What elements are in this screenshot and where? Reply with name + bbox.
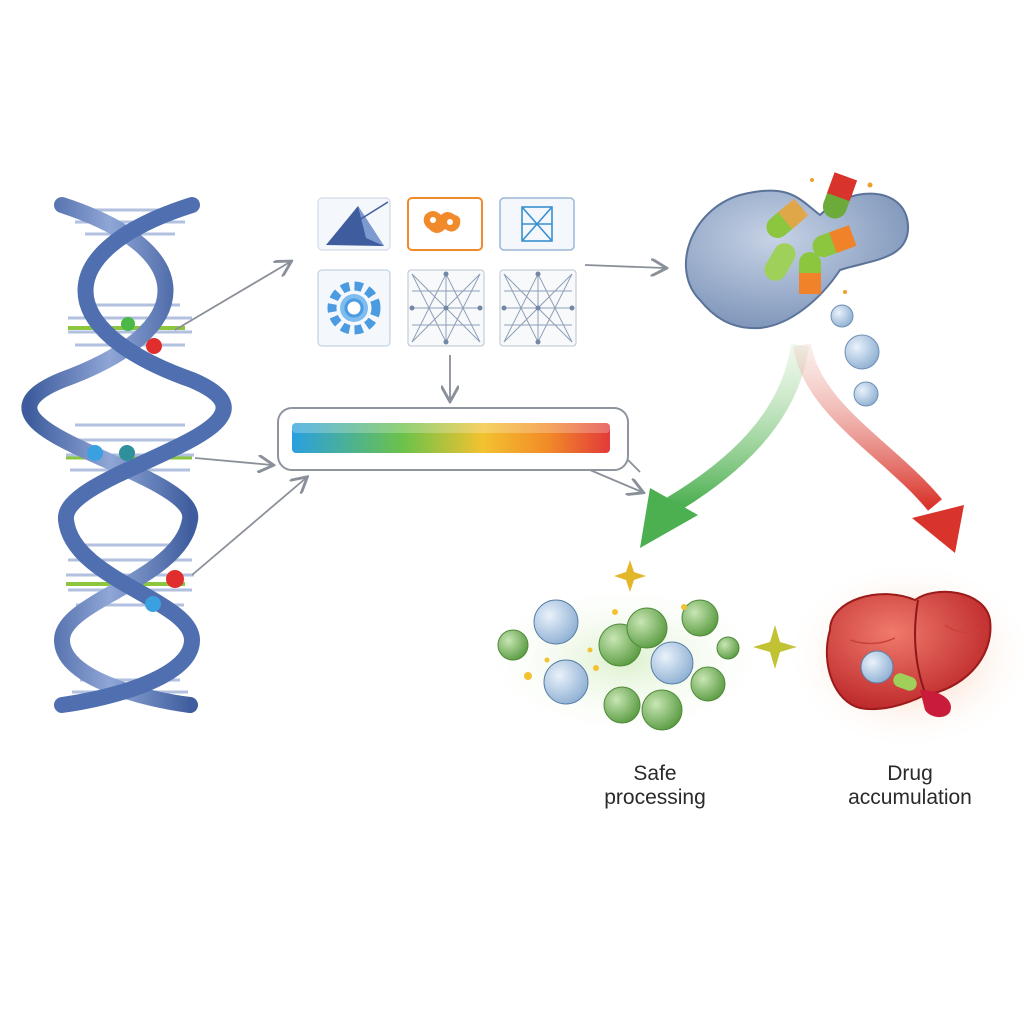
lattice-icon	[499, 269, 577, 347]
green-cells-icon	[475, 560, 797, 740]
sparkle-icon	[753, 625, 797, 669]
snp-marker	[119, 445, 135, 461]
sparkle-icon	[614, 560, 646, 592]
snp-marker	[87, 445, 103, 461]
snp-marker	[166, 570, 184, 588]
safe-outcome-arrow	[640, 343, 809, 548]
liver-icon	[785, 560, 1024, 750]
safe-label-line2: processing	[604, 786, 706, 809]
dna-helix-icon	[21, 197, 232, 713]
accumulation-outcome-arrow	[793, 343, 964, 553]
snp-marker	[145, 596, 161, 612]
snp-marker	[146, 338, 162, 354]
safe-label-line1: Safe	[633, 762, 677, 785]
risk-scale-bar	[277, 407, 629, 471]
snp-marker	[121, 317, 135, 331]
connector-arrows	[174, 262, 665, 576]
safe-processing-label: Safe processing	[540, 762, 770, 810]
analysis-panels	[317, 197, 577, 347]
enzyme-with-pills-icon	[684, 172, 910, 407]
lattice-icon	[407, 269, 485, 347]
gear-icon	[317, 269, 391, 347]
drug-label-line2: accumulation	[848, 786, 972, 809]
triangle-icon	[317, 197, 391, 251]
molecule-icon	[407, 197, 483, 251]
network-icon	[499, 197, 575, 251]
drug-label-line1: Drug	[887, 762, 933, 785]
drug-accumulation-label: Drug accumulation	[805, 762, 1015, 810]
